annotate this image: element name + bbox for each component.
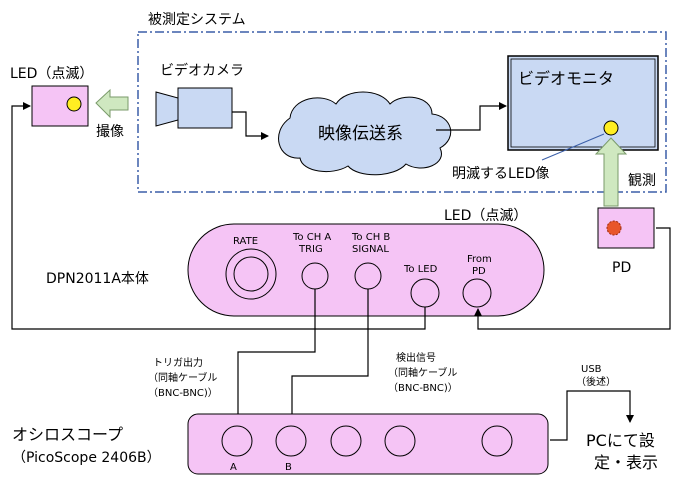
usb-label-1: USB	[581, 364, 602, 375]
scope-label-1: オシロスコープ	[12, 425, 123, 444]
port-rate-label: RATE	[233, 236, 258, 247]
capture-label: 撮像	[96, 123, 124, 140]
system-label: 被測定システム	[148, 12, 246, 28]
capture-arrow-icon	[95, 88, 129, 119]
detect-signal-label-3: （BNC-BNC)）	[388, 382, 458, 394]
observe-arrow-icon	[594, 137, 628, 207]
trigger-out-label-3: （BNC-BNC)）	[148, 387, 218, 399]
dpn-label: DPN2011A本体	[46, 271, 149, 287]
camera-lens-icon	[155, 91, 179, 127]
video-monitor	[507, 55, 659, 151]
cable-trigger	[234, 289, 316, 423]
pd-sensor-icon	[606, 220, 622, 236]
detect-signal-label-2: （同軸ケーブル	[388, 366, 457, 379]
blinking-led-label: 明滅するLED像	[452, 166, 549, 182]
oscilloscope-body	[187, 413, 549, 475]
scope-port-b	[275, 425, 307, 457]
pd-box	[597, 207, 655, 249]
scope-port-a-label: A	[230, 462, 237, 473]
usb-label-2: （後述）	[576, 375, 616, 388]
observe-label: 観測	[628, 172, 656, 189]
camera-cloud-line	[232, 111, 269, 140]
camera-label: ビデオカメラ	[160, 62, 244, 79]
port-ch-a-trig	[301, 262, 329, 290]
led-blink-top-label: LED（点滅）	[10, 66, 93, 82]
system-frame	[137, 31, 667, 193]
cable-led	[11, 102, 426, 330]
pc-label-2: 定・表示	[594, 453, 658, 472]
cable-detect	[288, 289, 369, 423]
cable-pd	[474, 227, 671, 330]
port-ch-a-label-1: To CH A	[292, 232, 331, 243]
port-to-led	[410, 278, 440, 308]
cloud-monitor-line	[436, 102, 507, 131]
port-ch-a-label-2: TRIG	[298, 244, 323, 255]
port-from-pd-label-1: From	[467, 254, 492, 265]
pc-label-1: PCにて設	[586, 431, 655, 450]
monitor-label: ビデオモニタ	[518, 69, 614, 88]
scope-port-c	[330, 425, 362, 457]
port-ch-b-label-2: SIGNAL	[352, 244, 389, 255]
port-ch-b-signal	[354, 262, 382, 290]
scope-port-a	[221, 425, 253, 457]
detect-signal-label-1: 検出信号	[396, 351, 436, 364]
scope-port-b-label: B	[285, 462, 292, 473]
camera-body-icon	[177, 87, 233, 129]
port-ch-b-label-1: To CH B	[351, 232, 390, 243]
port-from-pd-label-2: PD	[472, 266, 486, 277]
usb-cable	[550, 390, 634, 441]
port-from-pd	[462, 278, 492, 308]
scope-label-2: （PicoScope 2406B）	[12, 450, 161, 466]
trigger-out-label-1: トリガ出力	[153, 356, 203, 369]
scope-port-d	[384, 425, 416, 457]
rate-knob-inner	[233, 256, 269, 292]
pd-label: PD	[612, 260, 631, 276]
video-monitor-inner	[510, 58, 656, 148]
blinking-led-leader	[541, 133, 605, 161]
port-to-led-label: To LED	[403, 264, 438, 275]
led-yellow-icon	[66, 96, 82, 112]
scope-port-ext	[481, 425, 513, 457]
monitor-led-image-icon	[603, 120, 619, 136]
led-blink-mid-label: LED（点滅）	[444, 208, 527, 224]
cloud-label: 映像伝送系	[318, 124, 403, 144]
trigger-out-label-2: （同軸ケーブル	[148, 371, 217, 384]
transmission-cloud-icon	[278, 91, 452, 176]
